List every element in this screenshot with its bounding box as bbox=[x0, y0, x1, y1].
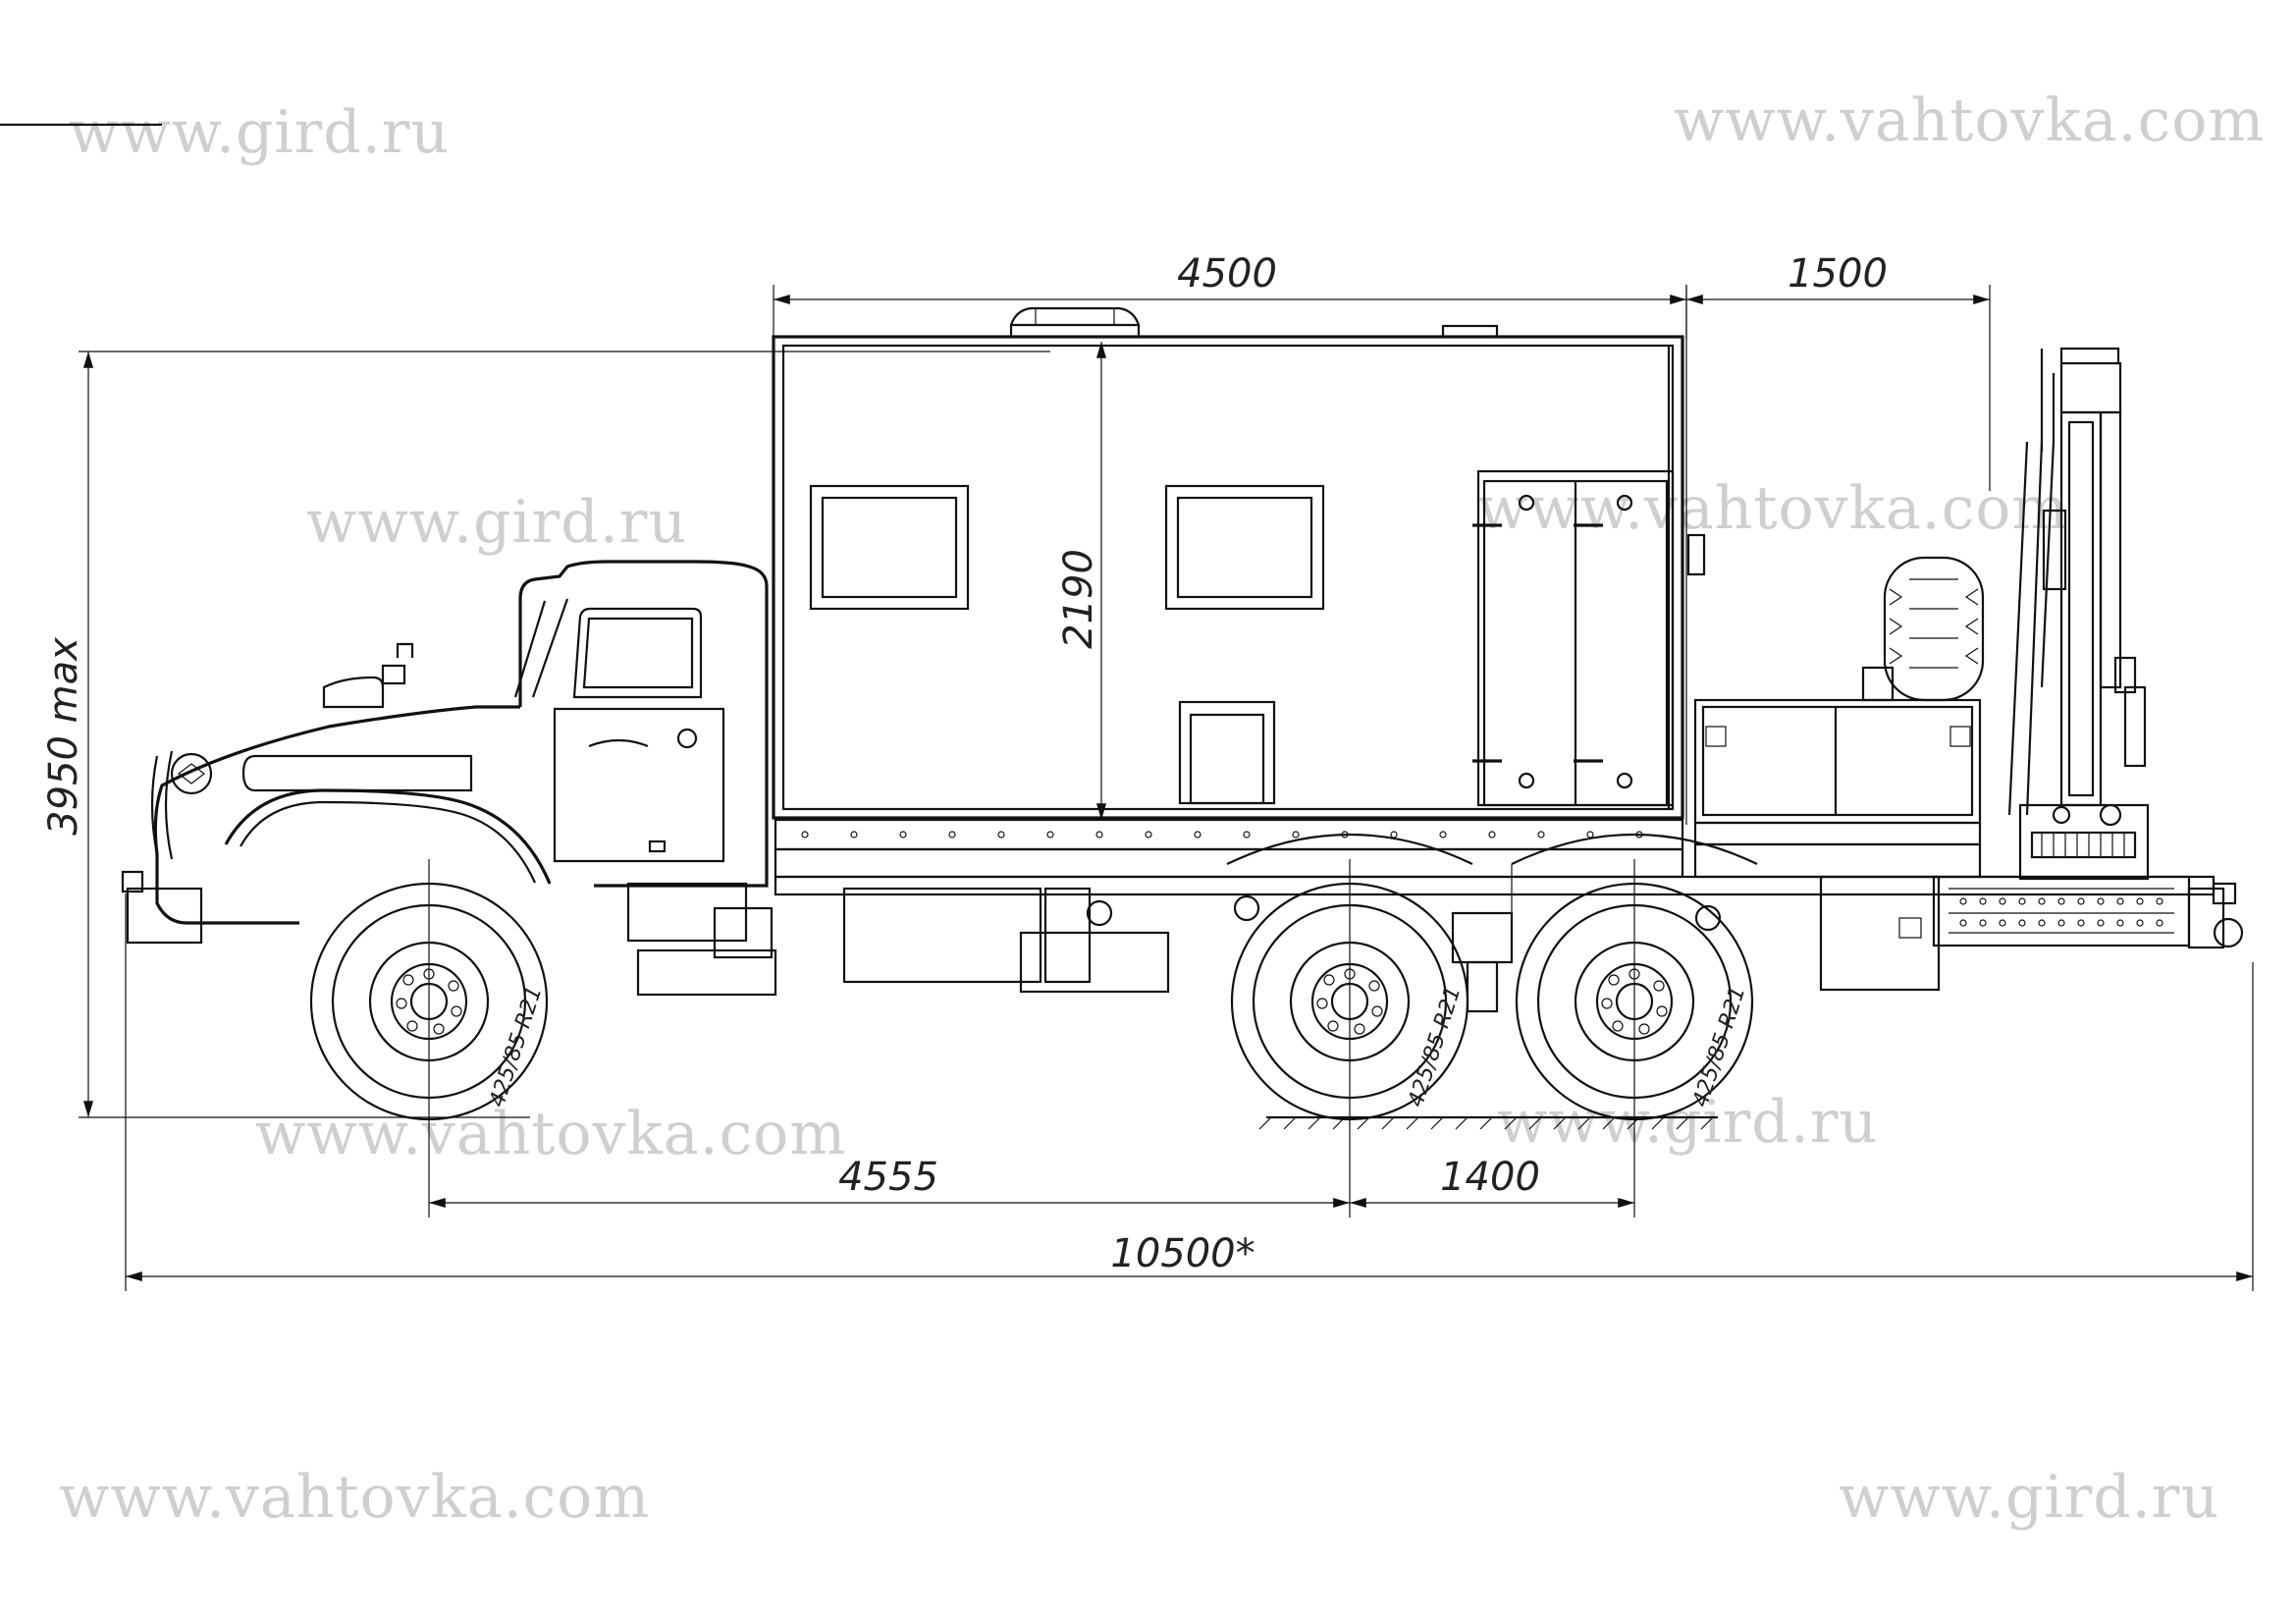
cab bbox=[150, 560, 769, 925]
dim-bogie-base: 1400 bbox=[1440, 1155, 1540, 1200]
spare-wheel bbox=[1861, 556, 1985, 702]
body-box bbox=[772, 306, 1706, 879]
chassis-frame bbox=[774, 875, 2244, 992]
loader-crane bbox=[2007, 347, 2150, 881]
watermark-vahtovka-ground: www.vahtovka.com bbox=[255, 1100, 847, 1168]
dimension-lines bbox=[79, 285, 2254, 1291]
ground-line bbox=[1258, 1115, 1718, 1130]
watermark-vahtovka-top-right: www.vahtovka.com bbox=[1674, 86, 2266, 155]
dim-wheelbase: 4555 bbox=[838, 1155, 938, 1200]
tyre-label-rear: 425/85 R21 bbox=[1688, 983, 1750, 1110]
watermark-gird-body: www.gird.ru bbox=[306, 488, 688, 557]
wheel-rear bbox=[1515, 882, 1754, 1121]
rear-platform bbox=[1693, 698, 1982, 879]
dim-body-height: 2190 bbox=[1056, 549, 1101, 649]
dim-crane-zone: 1500 bbox=[1788, 251, 1888, 297]
under-chassis-units bbox=[121, 834, 1758, 1013]
dim-overall-length: 10500* bbox=[1110, 1231, 1255, 1276]
watermark-gird-bottom-right: www.gird.ru bbox=[1839, 1463, 2220, 1532]
wheel-front bbox=[309, 882, 549, 1121]
wheel-middle bbox=[1230, 882, 1469, 1121]
watermark-vahtovka-bottom-left: www.vahtovka.com bbox=[59, 1463, 651, 1532]
dim-overall-height: 3950 max bbox=[41, 637, 86, 836]
tyre-label-middle: 425/85 R21 bbox=[1404, 983, 1466, 1110]
dim-body-length: 4500 bbox=[1177, 251, 1277, 297]
watermark-gird-top-left: www.gird.ru bbox=[69, 98, 451, 167]
